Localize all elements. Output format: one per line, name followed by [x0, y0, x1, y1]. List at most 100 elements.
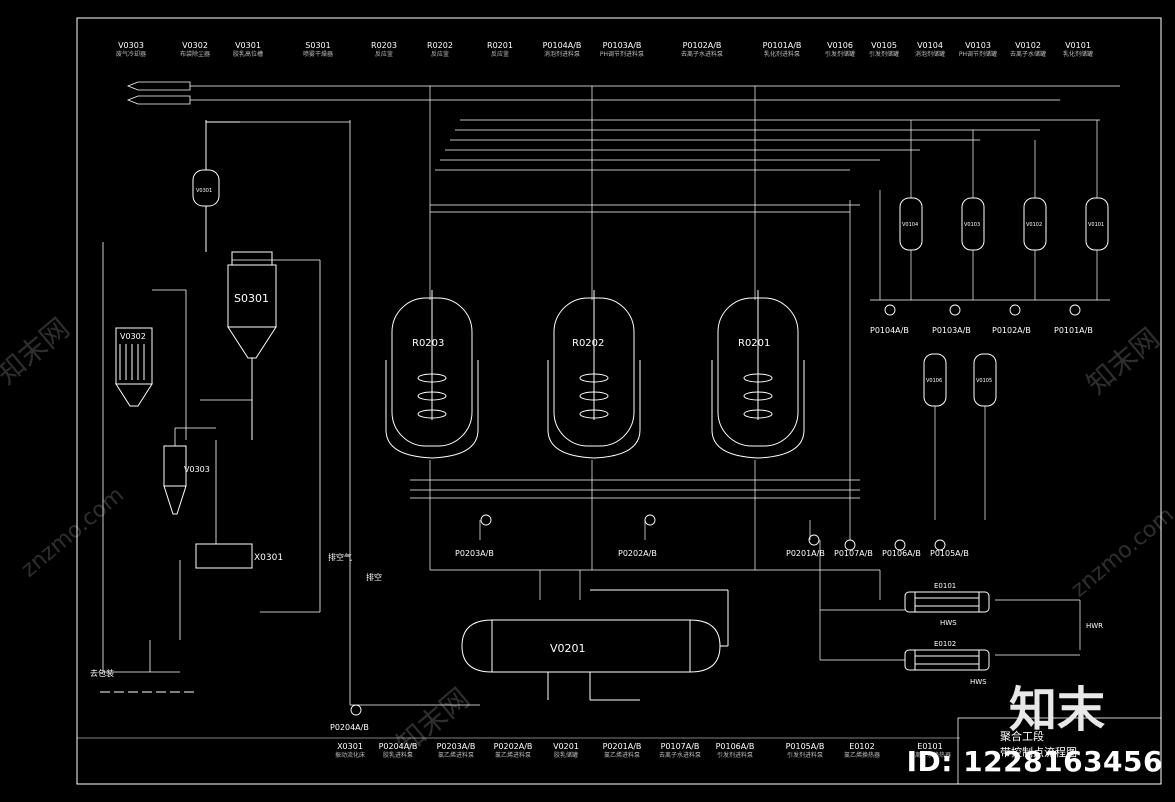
top-label-tag: V0104 [917, 41, 943, 50]
pump-p0104 [884, 304, 896, 316]
bottom-label-tag: P0105A/B [785, 742, 825, 751]
top-label-tag: V0301 [235, 41, 261, 50]
top-label-name: 乳化剂储罐 [1062, 51, 1093, 58]
bottom-label-name: 氯乙烯进料泵 [603, 752, 640, 759]
vessel-v0301: V0301 [192, 120, 240, 252]
v0105-label: V0105 [976, 378, 992, 384]
reactor-r0203: R0203 [385, 290, 479, 459]
r0202-label: R0202 [572, 338, 604, 349]
top-label-name: 引发剂储罐 [868, 51, 899, 58]
spray-dryer-s0301: S0301 [227, 251, 277, 440]
brand-logo-text: 知末 [1008, 682, 1105, 738]
vent-air-label: 排空气 [328, 552, 352, 562]
pump-p0102 [1009, 304, 1021, 316]
pump-p0105 [934, 539, 946, 551]
bottom-label-tag: P0107A/B [660, 742, 700, 751]
top-label-tag: V0106 [827, 41, 853, 50]
v0302-label: V0302 [120, 332, 146, 341]
bottom-label-tag: E0102 [849, 742, 875, 751]
pump-labels: P0204A/B P0203A/B P0202A/B P0201A/B P010… [330, 326, 1093, 732]
bottom-label-name: 去离子水换热器 [908, 752, 951, 759]
exchanger-e0101: E0101 [904, 582, 990, 613]
bottom-label-name: 氯乙烯进料泵 [494, 752, 531, 759]
label-p0204: P0204A/B [330, 723, 369, 732]
top-label-tag: V0102 [1015, 41, 1041, 50]
label-p0201: P0201A/B [786, 549, 825, 558]
dryer-section-pipes [102, 120, 480, 706]
baghouse-v0302: V0302 [115, 327, 153, 407]
label-p0107: P0107A/B [834, 549, 873, 558]
reactor-bottom-pipes [410, 460, 880, 600]
top-label-tag: P0101A/B [762, 41, 802, 50]
pump-p0203 [480, 514, 492, 526]
title-block [957, 717, 1162, 785]
exchanger-e0102: E0102 [904, 640, 990, 671]
top-label-tag: R0203 [371, 41, 397, 50]
reactor-r0201: R0201 [711, 290, 805, 459]
hwr-label: HWR [1086, 622, 1103, 630]
bottom-label-tag: P0204A/B [378, 742, 418, 751]
top-label-name: 反应釜 [430, 51, 449, 58]
label-p0102: P0102A/B [992, 326, 1031, 335]
reactor-r0202: R0202 [547, 290, 641, 459]
top-label-name: 去离子水储罐 [1009, 51, 1046, 58]
inlet-arrows [126, 81, 1120, 105]
label-p0203: P0203A/B [455, 549, 494, 558]
top-label-name: 消泡剂进料泵 [543, 51, 580, 58]
hws-label-2: HWS [970, 678, 987, 686]
bottom-label-tag: P0202A/B [493, 742, 533, 751]
top-label-tag: P0104A/B [542, 41, 582, 50]
top-label-tag: V0303 [118, 41, 144, 50]
top-label-tag: R0201 [487, 41, 513, 50]
pump-p0202 [644, 514, 656, 526]
top-label-name: 反应釜 [490, 51, 509, 58]
tank-v0104: V0104 [899, 197, 923, 251]
bottom-label-name: 胶乳储罐 [553, 752, 578, 759]
bottom-label-tag: E0101 [917, 742, 943, 751]
bottom-label-tag: P0201A/B [602, 742, 642, 751]
to-pack-label: 去包装 [90, 668, 114, 678]
tank-v0102: V0102 [1023, 197, 1047, 251]
top-label-tag: V0105 [871, 41, 897, 50]
label-p0105: P0105A/B [930, 549, 969, 558]
e0102-label: E0102 [934, 640, 956, 648]
section-title: 聚合工段 [1000, 730, 1044, 743]
header-pipes [429, 86, 1100, 300]
bottom-label-name: 振动流化床 [334, 752, 365, 759]
top-label-name: 废气冷却器 [115, 51, 146, 58]
bottom-label-tag: P0203A/B [436, 742, 476, 751]
r0203-label: R0203 [412, 338, 444, 349]
top-label-tag: V0302 [182, 41, 208, 50]
top-label-tag: P0103A/B [602, 41, 642, 50]
tank-v0201: V0201 [461, 589, 729, 701]
bottom-label-name: 去离子水进料泵 [658, 752, 701, 759]
top-label-name: 乳化剂进料泵 [763, 51, 800, 58]
v0101-label: V0101 [1088, 222, 1104, 228]
fluid-bed-x0301: X0301 [195, 543, 283, 569]
pump-p0101 [1069, 304, 1081, 316]
v0104-label: V0104 [902, 222, 918, 228]
pump-p0201 [808, 534, 820, 546]
drawing-frame [76, 17, 1162, 785]
bottom-label-name: 氯乙烯换热器 [843, 752, 880, 759]
label-p0101: P0101A/B [1054, 326, 1093, 335]
e0101-label: E0101 [934, 582, 956, 590]
bottom-label-tag: X0301 [337, 742, 363, 751]
top-label-name: 引发剂储罐 [824, 51, 855, 58]
